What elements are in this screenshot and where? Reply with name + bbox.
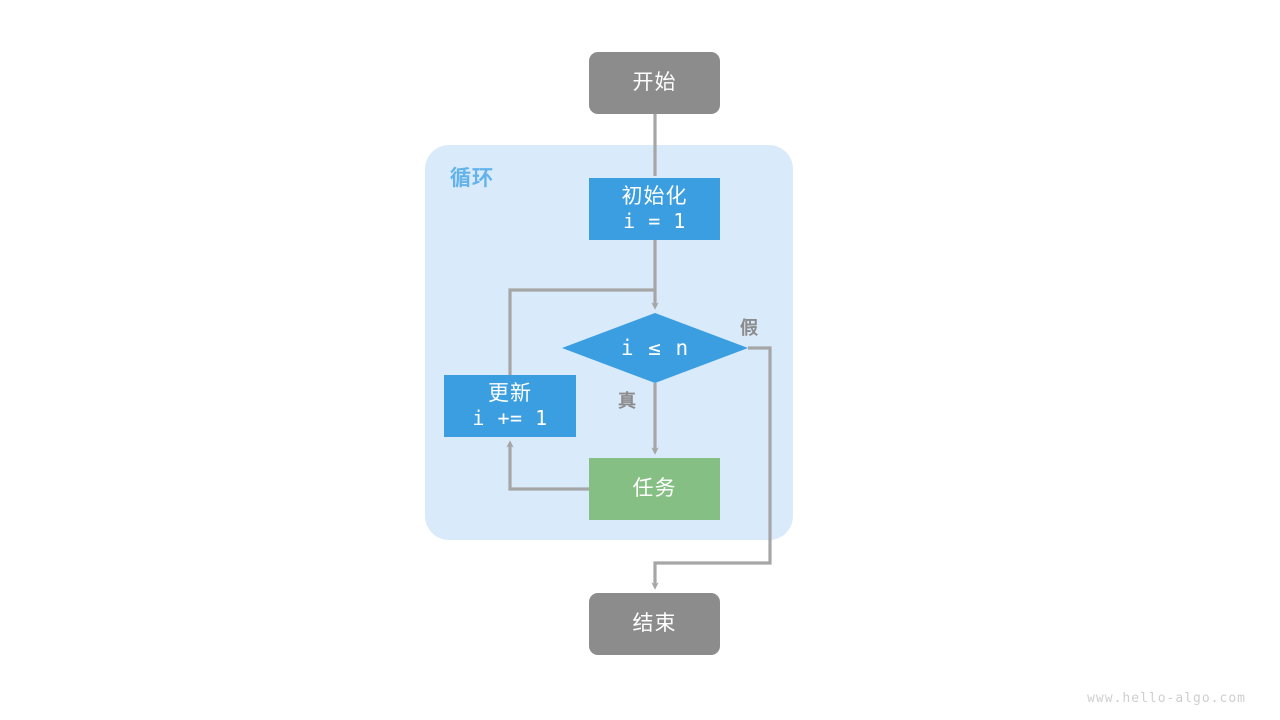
node-end[interactable]: 结束	[589, 593, 720, 655]
node-task-label: 任务	[632, 476, 677, 500]
edge-update-to-decision	[508, 288, 655, 375]
node-decision-label: i ≤ n	[620, 336, 690, 360]
edge-label-false: 假	[740, 318, 759, 338]
watermark: www.hello-algo.com	[1087, 691, 1246, 706]
node-task[interactable]: 任务	[589, 458, 720, 520]
edge-label-true: 真	[618, 391, 637, 411]
edge-decision-to-end	[651, 346, 772, 590]
node-decision[interactable]: i ≤ n	[562, 313, 748, 383]
node-initialize[interactable]: 初始化 i = 1	[589, 178, 720, 240]
node-update[interactable]: 更新 i += 1	[444, 375, 576, 437]
node-start-label: 开始	[632, 70, 677, 94]
edge-task-to-update	[506, 440, 589, 491]
loop-container-label: 循环	[450, 167, 494, 190]
node-initialize-code: i = 1	[623, 209, 686, 234]
node-initialize-label: 初始化	[621, 184, 688, 208]
node-update-code: i += 1	[472, 406, 548, 431]
node-end-label: 结束	[632, 611, 677, 635]
node-start[interactable]: 开始	[589, 52, 720, 114]
node-update-label: 更新	[488, 381, 532, 405]
